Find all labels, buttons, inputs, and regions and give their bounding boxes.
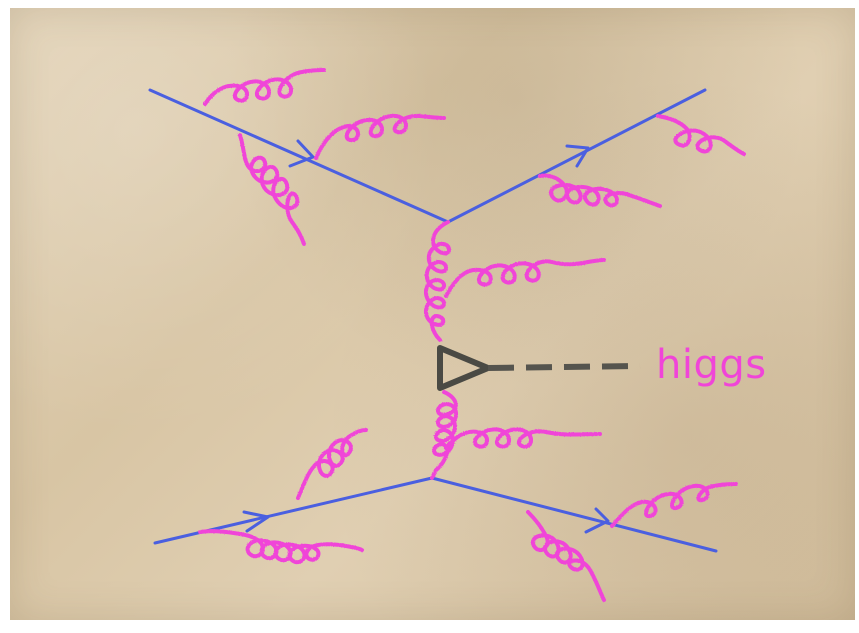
gluon-top-left-3 xyxy=(238,133,306,246)
arrow-incoming-top xyxy=(288,139,315,168)
gluon-bottom-left-1 xyxy=(296,428,368,500)
higgs-line xyxy=(487,363,641,371)
gluon-top-left-2 xyxy=(314,113,446,160)
triangle-vertex-icon xyxy=(437,345,491,391)
gluon-exchange-lower xyxy=(430,390,458,480)
gluon-radiated-upper xyxy=(444,258,606,298)
higgs-dashed-line xyxy=(487,363,641,371)
gluon-radiated-lower xyxy=(444,427,602,450)
gluon-top-right-1 xyxy=(656,114,746,156)
quark-line-incoming-bottom xyxy=(153,476,434,545)
higgs-label: higgs xyxy=(656,342,767,388)
gluon-exchange-upper xyxy=(424,220,451,342)
gluon-top-left-1 xyxy=(203,68,326,106)
gluon-bottom-right-2 xyxy=(526,510,606,602)
gluon-top-right-2 xyxy=(538,173,662,208)
paper-background xyxy=(10,8,855,620)
quark-line-outgoing-top xyxy=(446,88,707,224)
arrow-incoming-bottom xyxy=(242,510,270,533)
gluon-bottom-left-2 xyxy=(198,529,364,565)
quark-arrows xyxy=(242,139,610,534)
quark-line-incoming-top xyxy=(148,88,450,224)
quark-line-outgoing-bottom xyxy=(430,476,718,553)
triangle-loop xyxy=(437,345,491,391)
gluon-bottom-right-1 xyxy=(610,482,738,528)
arrow-outgoing-bottom xyxy=(584,507,610,534)
arrow-outgoing-top xyxy=(565,144,590,168)
gluons xyxy=(198,68,746,602)
